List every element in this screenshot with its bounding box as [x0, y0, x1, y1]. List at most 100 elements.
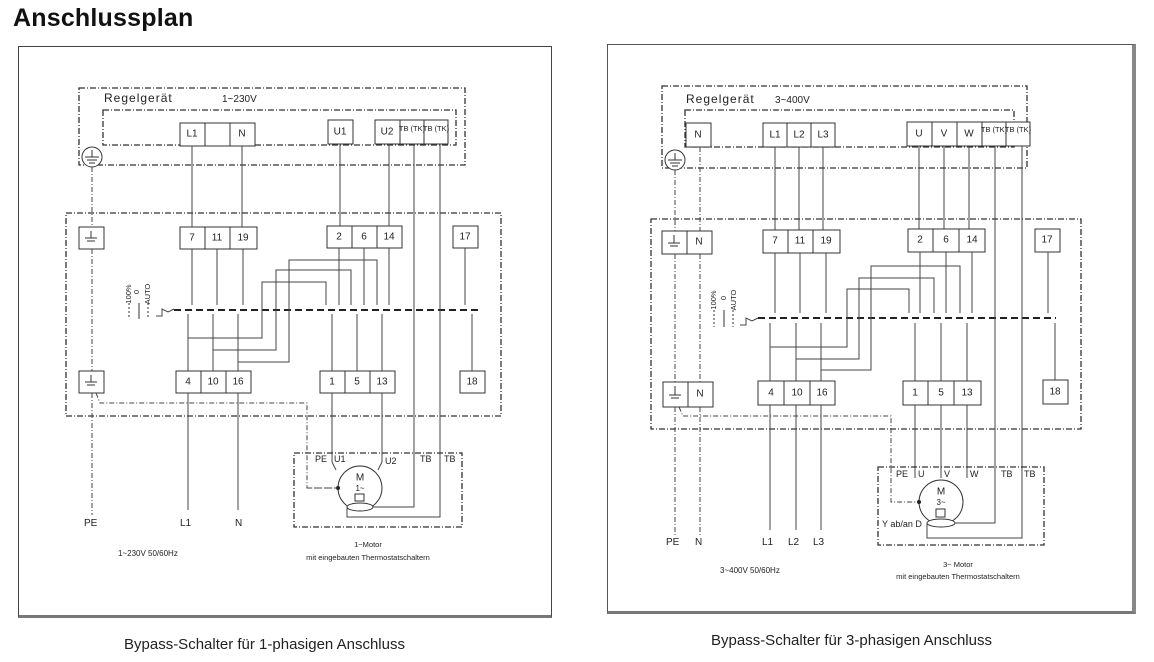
terminal-label: L3 — [817, 130, 829, 141]
motor-terminal-label: U — [918, 469, 925, 479]
terminal-label: 6 — [943, 235, 949, 246]
terminal-label: N — [696, 389, 703, 400]
supply-label-l1: L1 — [180, 518, 192, 529]
terminal-label: TB (TK) — [399, 124, 426, 133]
supply-label-l1: L1 — [762, 537, 774, 548]
position-label: AUTO — [729, 289, 738, 310]
terminal-label: 4 — [185, 377, 191, 388]
controller-inner-frame — [684, 109, 1015, 148]
motor-terminal-label: W — [970, 469, 979, 479]
motor-symbol: M 1~ — [336, 465, 383, 512]
earth-symbol-icon — [664, 149, 686, 171]
terminal-label: 7 — [189, 233, 195, 244]
terminal-label: U — [915, 129, 922, 140]
terminal-label: 18 — [1049, 387, 1061, 398]
diagram-panel-1phase — [18, 46, 552, 618]
controller-frame — [78, 87, 466, 166]
motor-caption-desc: mit eingebauten Thermostatschaltern — [896, 572, 1020, 581]
switch-position-labels: 100% 0 AUTO — [709, 289, 738, 327]
terminal-label: 18 — [466, 377, 478, 388]
wires — [674, 146, 1056, 537]
switch-terminals-top: 7 11 19 2 6 14 17 — [179, 225, 479, 250]
motor-letter: M — [937, 487, 945, 498]
supply-voltage-text: 1~230V 50/60Hz — [118, 549, 178, 558]
supply-label-n: N — [695, 537, 702, 548]
motor-frame — [877, 466, 1045, 546]
terminal-label: TB (TK) — [1005, 125, 1032, 134]
motor-phase: 1~ — [355, 484, 364, 493]
terminal-label: TB (TK) — [981, 125, 1008, 134]
motor-terminal-label: PE — [315, 454, 327, 464]
terminal-label: 14 — [966, 235, 978, 246]
terminal-label: 16 — [816, 388, 828, 399]
motor-terminal-label: TB — [1024, 469, 1036, 479]
motor-symbol: M 3~ — [917, 479, 964, 528]
terminal-label: L1 — [769, 130, 781, 141]
earth-symbol-icon — [81, 146, 103, 168]
terminal-label: 10 — [207, 377, 219, 388]
terminal-label: 1 — [329, 377, 335, 388]
motor-caption-desc: mit eingebauten Thermostatschaltern — [306, 553, 430, 562]
terminal-label: L2 — [793, 130, 805, 141]
switch-actuator — [156, 308, 175, 317]
terminal-label: W — [964, 129, 974, 140]
caption-3phase: Bypass-Schalter für 3-phasigen Anschluss — [711, 632, 992, 649]
controller-label: Regelgerät — [686, 92, 755, 106]
terminal-label: 2 — [336, 232, 342, 243]
terminal-label: N — [694, 130, 701, 141]
motor-terminal-label: TB — [420, 454, 432, 464]
supply-label-pe: PE — [84, 518, 98, 529]
motor-caption-title: 3~ Motor — [943, 560, 973, 569]
terminal-label: N — [695, 237, 702, 248]
motor-letter: M — [356, 473, 364, 484]
terminal-label: 7 — [772, 236, 778, 247]
terminal-label: 1 — [912, 388, 918, 399]
switch-actuator — [740, 317, 759, 326]
position-label: AUTO — [143, 283, 152, 304]
motor-terminal-label: TB — [444, 454, 456, 464]
controller-voltage: 3~400V — [775, 95, 810, 106]
switch-terminals-top: 7 11 19 2 6 14 17 — [762, 228, 1061, 254]
motor-terminal-label: U1 — [334, 454, 346, 464]
earth-n-terminal-bottom: N — [662, 381, 714, 408]
terminal-label: V — [941, 129, 948, 140]
motor-terminal-labels: PE U V W TB TB — [896, 469, 1036, 479]
motor-wiring-note: Y ab/an D — [882, 519, 922, 529]
wires — [91, 144, 473, 515]
terminal-label: 13 — [376, 377, 388, 388]
terminal-label: 11 — [212, 233, 223, 244]
motor-terminal-label: PE — [896, 469, 908, 479]
terminal-label: 5 — [354, 377, 360, 388]
motor-caption-title: 1~Motor — [354, 540, 382, 549]
terminal-label: N — [238, 129, 245, 140]
switch-position-labels: 100% 0 AUTO — [124, 283, 152, 319]
controller-inner-frame — [102, 109, 457, 146]
controller-frame — [661, 85, 1028, 169]
terminal-label: 10 — [791, 388, 803, 399]
supply-label-l3: L3 — [813, 537, 825, 548]
terminal-label: 11 — [795, 236, 806, 247]
supply-voltage-text: 3~400V 50/60Hz — [720, 566, 780, 575]
motor-terminal-labels: PE U1 U2 TB TB — [315, 454, 456, 466]
controller-voltage: 1~230V — [222, 94, 257, 105]
terminal-label: 19 — [820, 236, 832, 247]
terminal-label: L1 — [186, 129, 198, 140]
supply-label-pe: PE — [666, 537, 680, 548]
earth-terminal-top — [78, 226, 105, 250]
bypass-switch-frame — [650, 218, 1082, 430]
supply-label-l2: L2 — [788, 537, 800, 548]
terminal-label: U2 — [381, 127, 394, 138]
earth-n-terminal-top: N — [661, 230, 713, 255]
terminal-label: 16 — [232, 377, 244, 388]
controller-label: Regelgerät — [104, 91, 173, 105]
terminal-label: 14 — [383, 232, 395, 243]
page-title: Anschlussplan — [13, 4, 194, 32]
terminal-label: U1 — [334, 127, 347, 138]
terminal-label: 19 — [237, 233, 249, 244]
position-label: 100% — [709, 290, 718, 310]
terminal-label: 17 — [459, 232, 471, 243]
terminal-label: 5 — [938, 388, 944, 399]
terminal-label: TB (TK) — [423, 124, 450, 133]
controller-terminal-strip: N L1 L2 L3 U V W TB (TK) TB (TK) — [685, 121, 1032, 148]
